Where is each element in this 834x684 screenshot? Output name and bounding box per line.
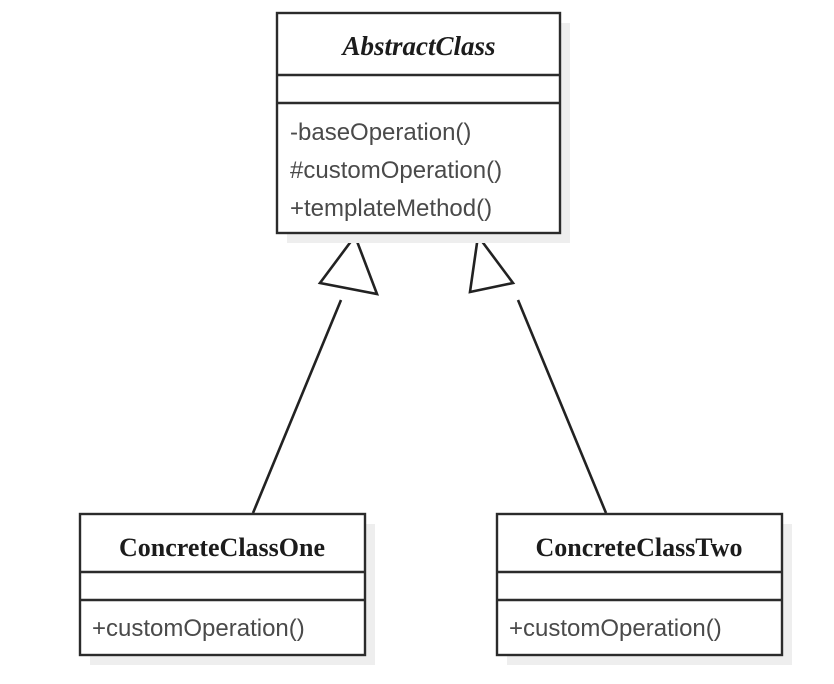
class-box-concrete-class-one[interactable] [78,512,367,657]
class-method-two-custom-operation: +customOperation() [509,615,722,642]
class-box-abstract-class[interactable] [275,11,562,235]
generalization-arrowhead-one [317,233,380,296]
class-title-concrete-class-one: ConcreteClassOne [119,533,325,562]
class-method-custom-operation: #customOperation() [290,157,502,184]
class-node-abstract-class[interactable]: AbstractClass -baseOperation() #customOp… [275,11,570,243]
class-method-one-custom-operation: +customOperation() [92,615,305,642]
relationship-generalization-one [251,233,380,514]
class-node-concrete-class-one[interactable]: ConcreteClassOne +customOperation() [78,512,375,665]
relationship-generalization-two [468,232,608,514]
class-title-abstract-class: AbstractClass [340,31,495,61]
generalization-arrowhead-two [468,232,516,294]
class-node-concrete-class-two[interactable]: ConcreteClassTwo +customOperation() [495,512,792,665]
generalization-line-one [251,299,343,514]
class-method-base-operation: -baseOperation() [290,119,471,146]
class-method-template-method: +templateMethod() [290,195,492,222]
class-box-concrete-class-two[interactable] [495,512,784,657]
class-title-concrete-class-two: ConcreteClassTwo [535,533,742,562]
generalization-line-two [516,299,608,514]
